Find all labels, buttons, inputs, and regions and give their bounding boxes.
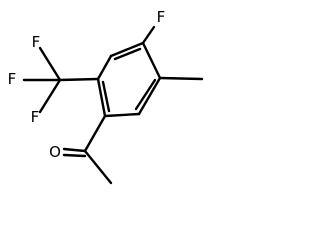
ring-bond-c1-c2-inner xyxy=(101,80,111,113)
ring-bond-c2-c3 xyxy=(96,54,113,81)
bond-cf3-f-top xyxy=(38,46,62,82)
bond-cf3-f-bottom xyxy=(38,78,62,114)
bonds xyxy=(22,25,204,185)
ring-bond-c6-c1 xyxy=(103,112,141,118)
ring-bond-c3-c4 xyxy=(109,41,145,58)
atom-f-cf3-bottom: F xyxy=(31,108,40,126)
ring-bond-c4-c5 xyxy=(141,41,162,80)
atom-labels: F F F F O xyxy=(8,8,166,161)
bond-c5-methyl xyxy=(158,76,204,81)
bond-c4-f xyxy=(141,25,156,45)
ring-bond-c5-c6-inner xyxy=(134,78,157,111)
bond-c2-cf3 xyxy=(58,77,100,82)
ring-bond-c5-c6 xyxy=(137,76,162,116)
structure-canvas: F F F F O xyxy=(8,8,204,185)
atom-f-cf3-left: F xyxy=(8,70,17,88)
molecule-drawing: F F F F O xyxy=(8,8,204,185)
atom-f-ring: F xyxy=(157,8,166,26)
ring-bond-c3-c4-inner xyxy=(113,47,142,61)
bond-carbonyl-o-1 xyxy=(62,147,87,153)
ring-bond-c1-c2 xyxy=(96,77,107,118)
bond-carbonyl-methyl xyxy=(83,149,113,185)
atom-f-cf3-top: F xyxy=(32,33,41,51)
bond-c1-carbonyl xyxy=(83,114,107,153)
atom-o-carbonyl: O xyxy=(49,143,61,161)
bond-carbonyl-o-2 xyxy=(62,153,87,158)
